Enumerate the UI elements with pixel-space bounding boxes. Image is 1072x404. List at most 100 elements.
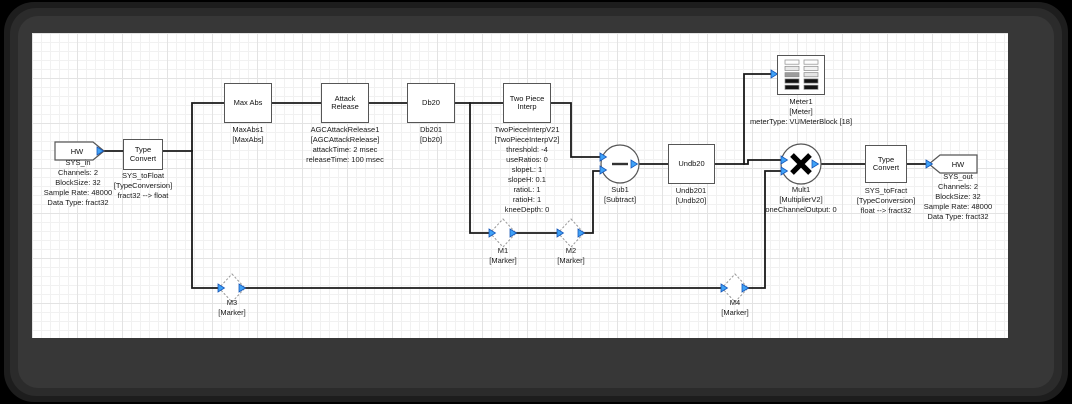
label-line: [MultiplierV2]	[779, 195, 823, 204]
vu-meter-icon	[784, 59, 819, 90]
wire[interactable]	[743, 73, 773, 165]
block-two-piece-interp[interactable]: Two Piece Interp	[503, 83, 551, 123]
wires	[103, 73, 928, 289]
label-line: MaxAbs1	[232, 125, 264, 134]
port-m1-in[interactable]	[488, 228, 497, 238]
label-db20: Db201 [Db20]	[356, 125, 506, 145]
port-m3-in[interactable]	[217, 283, 226, 293]
port-sub-out[interactable]	[630, 159, 639, 169]
block-title: Attack Release	[331, 93, 359, 111]
label-line: BlockSize: 32	[935, 192, 981, 201]
port-mult-out[interactable]	[811, 159, 820, 169]
label-meter: Meter1 [Meter] meterType: VUMeterBlock […	[726, 97, 876, 127]
block-type-convert-tofloat[interactable]: Type Convert	[123, 139, 163, 170]
wire[interactable]	[583, 170, 602, 234]
block-title: Two Piece Interp	[509, 93, 545, 111]
label-line: Undb201	[675, 186, 707, 195]
port-sysin-out[interactable]	[96, 146, 105, 156]
hw-title-sys-out: HW	[951, 160, 965, 169]
label-line: Channels: 2	[57, 168, 99, 177]
port-meter-in[interactable]	[770, 69, 779, 79]
port-m2-in[interactable]	[556, 228, 565, 238]
port-m4-in[interactable]	[720, 283, 729, 293]
label-line: SYS_in	[65, 158, 91, 167]
port-m2-out[interactable]	[577, 228, 586, 238]
port-sub-in2[interactable]	[599, 165, 608, 175]
block-marker-m4[interactable]	[721, 273, 749, 303]
label-line: [Marker]	[721, 308, 749, 317]
label-line: [MaxAbs]	[232, 135, 264, 144]
label-line: fract32 --> float	[117, 191, 169, 200]
label-attack-release: AGCAttackRelease1 [AGCAttackRelease] att…	[270, 125, 420, 165]
label-line: slopeL: 1	[511, 165, 543, 174]
block-title: Type Convert	[872, 154, 900, 172]
label-line: oneChannelOutput: 0	[765, 205, 837, 214]
block-marker-m2[interactable]	[557, 218, 585, 248]
label-line: float --> fract32	[860, 206, 912, 215]
label-line: meterType: VUMeterBlock [18]	[749, 117, 853, 126]
block-marker-m1[interactable]	[489, 218, 517, 248]
label-sys-in: SYS_in Channels: 2 BlockSize: 32 Sample …	[3, 158, 153, 208]
label-line: [Meter]	[789, 107, 813, 116]
port-sysout-in[interactable]	[925, 159, 934, 169]
block-type-convert-tofract[interactable]: Type Convert	[865, 145, 907, 183]
label-m1: M1 [Marker]	[428, 246, 578, 266]
port-sub-in1[interactable]	[599, 152, 608, 162]
port-mult-in1[interactable]	[780, 155, 789, 165]
hw-title-sys-in: HW	[70, 147, 84, 156]
label-line: [AGCAttackRelease]	[310, 135, 380, 144]
label-line: [TypeConversion]	[113, 181, 173, 190]
label-line: SYS_toFract	[864, 186, 908, 195]
port-m3-out[interactable]	[238, 283, 247, 293]
block-title: Db20	[422, 97, 440, 107]
label-line: Channels: 2	[937, 182, 979, 191]
label-line: releaseTime: 100 msec	[306, 155, 384, 164]
multiply-icon	[790, 153, 812, 175]
label-line: Db201	[419, 125, 443, 134]
label-line: kneeDepth: 0	[504, 205, 550, 214]
label-two-piece-interp: TwoPieceInterpV21 [TwoPieceInterpV2] thr…	[452, 125, 602, 215]
label-line: Mult1	[791, 185, 811, 194]
wire[interactable]	[191, 102, 226, 289]
wire[interactable]	[712, 159, 783, 165]
port-m1-out[interactable]	[509, 228, 518, 238]
label-line: AGCAttackRelease1	[310, 125, 380, 134]
label-line: attackTime: 2 msec	[312, 145, 378, 154]
port-mult-in2[interactable]	[780, 166, 789, 176]
label-line: M4	[729, 298, 741, 307]
block-sys-in[interactable]	[54, 141, 105, 161]
block-meter[interactable]	[777, 55, 825, 95]
wire[interactable]	[549, 102, 602, 158]
wire[interactable]	[469, 102, 490, 234]
label-line: TwoPieceInterpV21	[494, 125, 560, 134]
block-max-abs[interactable]: Max Abs	[224, 83, 272, 123]
block-db20[interactable]: Db20	[407, 83, 455, 123]
label-line: Sample Rate: 48000	[43, 188, 113, 197]
label-line: Data Type: fract32	[927, 212, 989, 221]
block-sys-out[interactable]	[928, 154, 978, 174]
label-line: M1	[497, 246, 509, 255]
block-attack-release[interactable]: Attack Release	[321, 83, 369, 123]
block-marker-m3[interactable]	[218, 273, 246, 303]
label-line: [TypeConversion]	[856, 196, 916, 205]
label-line: BlockSize: 32	[55, 178, 101, 187]
label-line: useRatios: 0	[506, 155, 548, 164]
label-line: Data Type: fract32	[47, 198, 109, 207]
label-line: [Subtract]	[603, 195, 637, 204]
label-multiplier: Mult1 [MultiplierV2] oneChannelOutput: 0	[726, 185, 876, 215]
label-line: ratioH: 1	[512, 195, 542, 204]
port-m4-out[interactable]	[741, 283, 750, 293]
label-line: [Marker]	[489, 256, 517, 265]
label-m3: M3 [Marker]	[157, 298, 307, 318]
block-undb20[interactable]: Undb20	[668, 144, 715, 184]
label-line: [Db20]	[419, 135, 443, 144]
label-sys-tofloat: SYS_toFloat [TypeConversion] fract32 -->…	[68, 171, 218, 201]
label-m4: M4 [Marker]	[660, 298, 810, 318]
label-line: SYS_toFloat	[121, 171, 165, 180]
wire[interactable]	[747, 170, 783, 289]
label-m2: M2 [Marker]	[496, 246, 646, 266]
label-line: threshold: -4	[506, 145, 548, 154]
label-sys-out: SYS_out Channels: 2 BlockSize: 32 Sample…	[883, 172, 1033, 222]
